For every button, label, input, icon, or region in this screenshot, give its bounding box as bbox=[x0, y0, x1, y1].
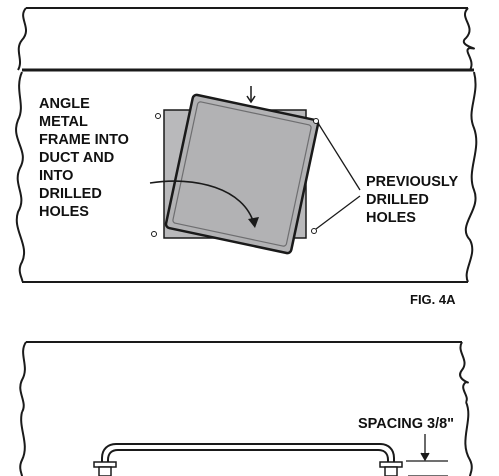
label-line: DRILLED bbox=[366, 192, 429, 208]
drilled-hole bbox=[155, 113, 161, 119]
spacing-dimension bbox=[406, 434, 448, 476]
figure-caption: FIG. 4A bbox=[410, 292, 456, 307]
label-line: PREVIOUSLY bbox=[366, 174, 458, 190]
frame-instruction-label: ANGLE METAL FRAME INTO DUCT AND INTO DRI… bbox=[39, 96, 133, 220]
down-arrow-icon bbox=[246, 86, 256, 104]
rotation-arrow-icon bbox=[149, 180, 259, 228]
drilled-hole bbox=[313, 118, 319, 124]
drilled-holes-label: PREVIOUSLY DRILLED HOLES bbox=[366, 174, 462, 226]
label-line: METAL bbox=[39, 114, 88, 130]
lower-duct-section bbox=[19, 341, 473, 476]
upper-duct-strip bbox=[17, 7, 475, 71]
label-line: INTO bbox=[39, 168, 73, 184]
label-line: ANGLE bbox=[39, 96, 90, 112]
fastener-right bbox=[379, 461, 403, 476]
leader-lines bbox=[315, 122, 361, 230]
drilled-hole bbox=[151, 231, 157, 237]
label-line: HOLES bbox=[366, 210, 416, 226]
label-line: FRAME INTO bbox=[39, 132, 129, 148]
main-duct-section bbox=[15, 71, 478, 283]
spacing-label: SPACING 3/8" bbox=[358, 416, 454, 432]
frame-side-profile bbox=[101, 443, 395, 476]
label-line: DRILLED bbox=[39, 186, 102, 202]
label-line: DUCT AND bbox=[39, 150, 114, 166]
drilled-holes bbox=[151, 113, 319, 237]
fastener-left bbox=[93, 461, 117, 476]
angle-metal-frame bbox=[164, 93, 320, 255]
drilled-hole bbox=[311, 228, 317, 234]
label-line: HOLES bbox=[39, 204, 89, 220]
